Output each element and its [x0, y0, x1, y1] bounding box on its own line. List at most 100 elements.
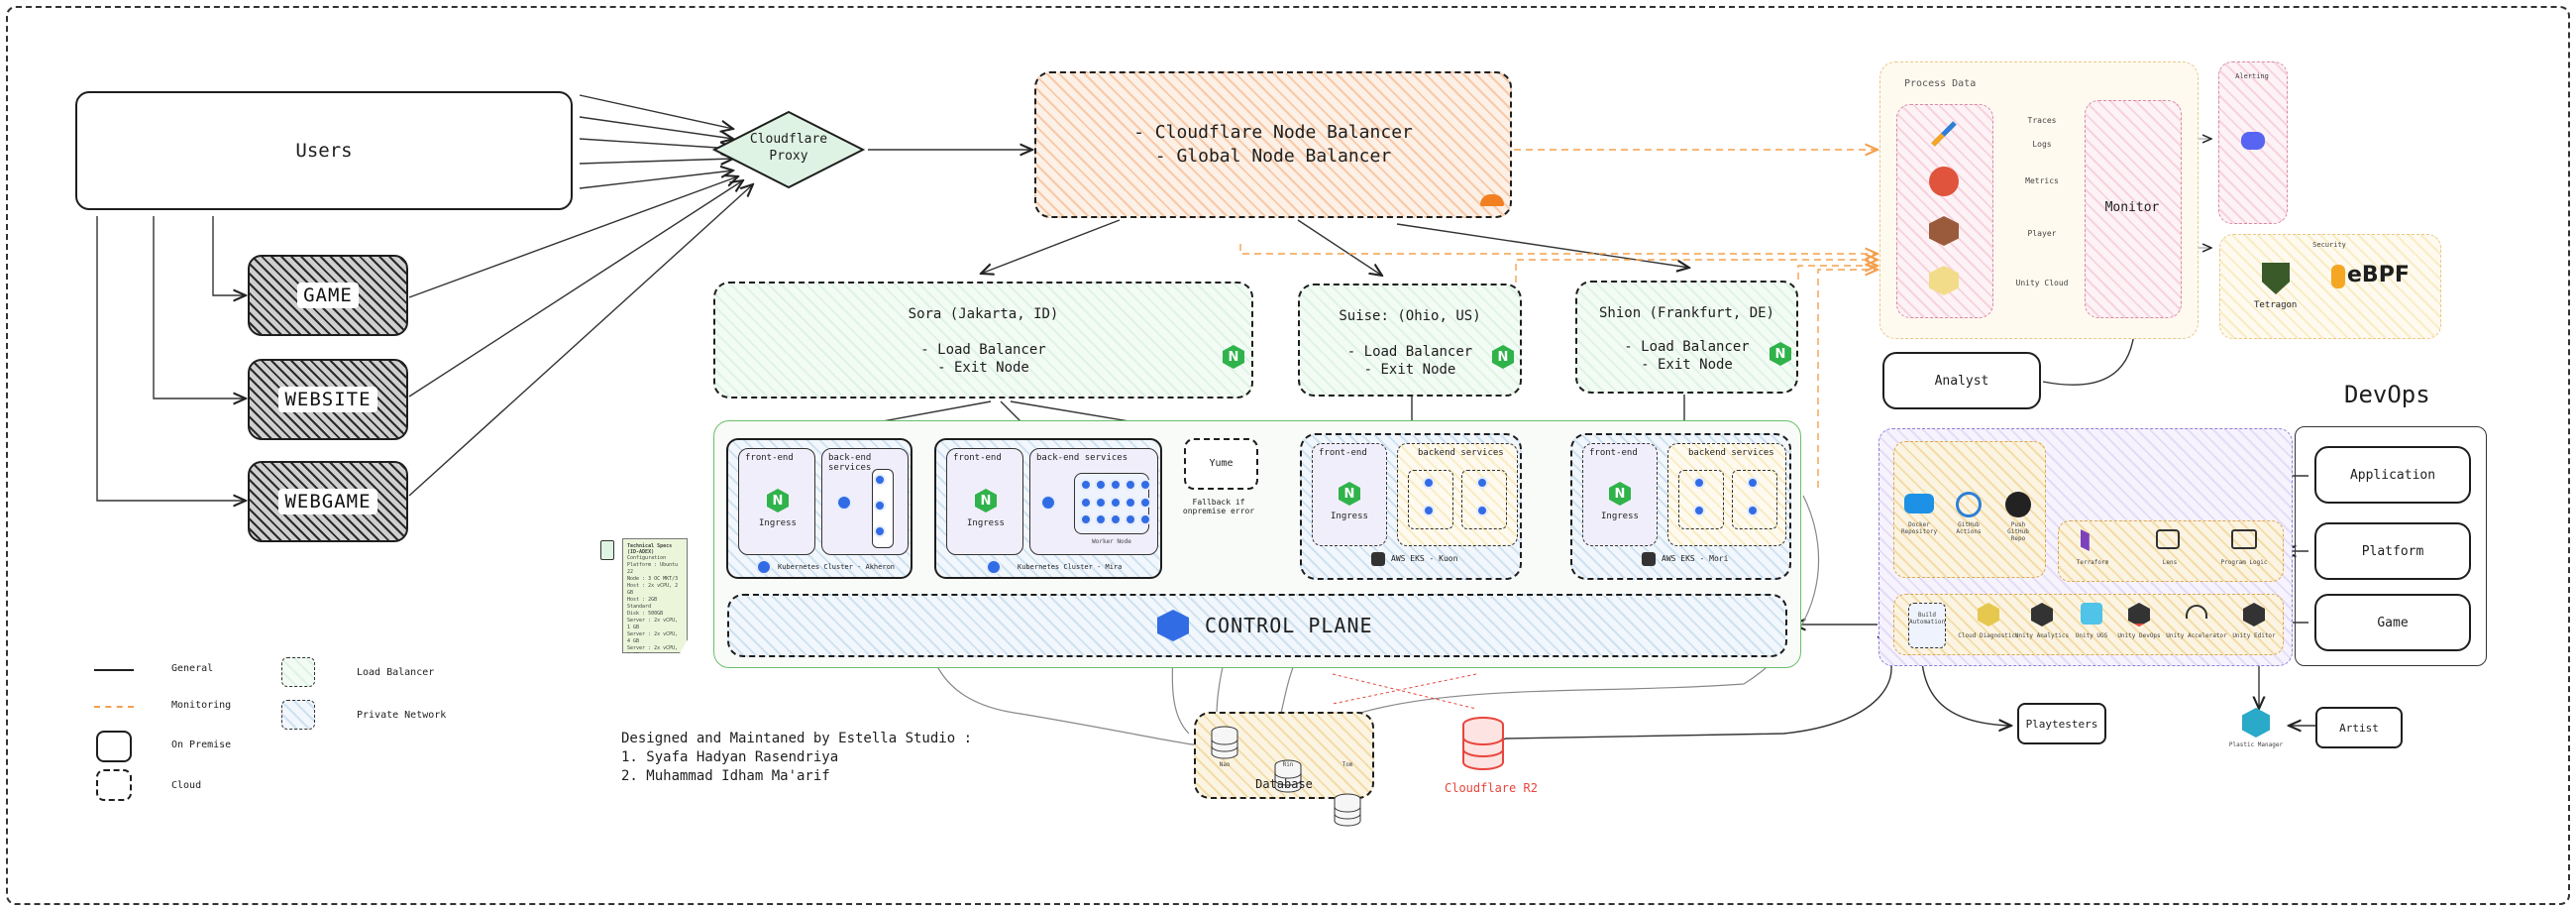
game-client: GAME — [248, 255, 408, 336]
frontend-label: front-end — [953, 453, 1002, 463]
unity-cloud-icon — [1929, 266, 1959, 295]
global-node-balancer: - Cloudflare Node Balancer - Global Node… — [1034, 71, 1512, 218]
legend-on-premise-swatch — [96, 731, 132, 762]
pods-column — [872, 469, 894, 548]
push-github-label: Push GitHub Repo — [2007, 521, 2029, 542]
backend-label: back-end services — [828, 453, 872, 473]
unity-accelerator-label: Unity Accelerator — [2166, 632, 2227, 639]
game-tools-panel: Build Automation Cloud Diagnostics Unity… — [1893, 594, 2284, 655]
db-node-label: Nao — [1219, 761, 1231, 768]
global-lb-line1: - Cloudflare Node Balancer — [1133, 122, 1413, 143]
cloudflare-proxy: Cloudflare Proxy — [711, 109, 866, 190]
credits-block: Designed and Maintaned by Estella Studio… — [621, 730, 972, 786]
fallback-label: Fallback if onpremise error — [1182, 498, 1255, 515]
legend-monitoring-line — [94, 706, 134, 708]
nginx-icon: N — [1339, 482, 1360, 506]
credits-line2: 1. Syafa Hadyan Rasendriya — [621, 749, 839, 765]
github-actions-icon — [1956, 492, 1982, 517]
game-dev-label: Game — [2377, 615, 2409, 630]
db-node-label: Rin — [1282, 761, 1294, 768]
unity-accelerator-icon — [2186, 605, 2207, 619]
docker-icon — [1904, 494, 1934, 513]
nginx-icon: N — [1770, 342, 1791, 366]
region-sora: Sora (Jakarta, ID) - Load Balancer - Exi… — [713, 282, 1253, 399]
legend-cloud: Cloud — [171, 780, 202, 791]
kuon-label: AWS EKS - Kuon — [1391, 554, 1458, 563]
pod-icon — [1476, 477, 1488, 489]
region-suise: Suise: (Ohio, US) - Load Balancer - Exit… — [1298, 284, 1522, 397]
artist-box: Artist — [2315, 707, 2403, 748]
diagram-frame — [6, 6, 2570, 905]
security-panel: Security Tetragon eBPF — [2219, 234, 2441, 339]
application-box: Application — [2314, 446, 2471, 504]
sora-title: Sora (Jakarta, ID) — [908, 306, 1059, 322]
control-plane-icon — [1157, 610, 1189, 641]
cloud-diagnostics-label: Cloud Diagnostics — [1958, 632, 2019, 639]
frontend-panel: front-end N Ingress — [1312, 443, 1387, 546]
legend-private-network: Private Network — [357, 710, 447, 721]
db-node-label: Tom — [1342, 761, 1353, 768]
pod-icon — [1423, 505, 1435, 516]
unity-ugs-label: Unity UGS — [2075, 632, 2108, 639]
website-client-label: WEBSITE — [278, 387, 377, 412]
backend-panel: backend services — [1667, 443, 1786, 546]
aws-eks-icon — [1642, 552, 1656, 566]
game-client-label: GAME — [297, 283, 359, 308]
unity-devops-label: Unity DevOps — [2117, 632, 2161, 639]
plastic-manager-icon — [2242, 708, 2270, 738]
control-plane: CONTROL PLANE — [727, 594, 1787, 657]
suise-body: - Load Balancer - Exit Node — [1346, 344, 1473, 378]
unity-editor-icon — [2243, 603, 2265, 626]
unity-analytics-icon — [2031, 603, 2053, 626]
control-plane-label: CONTROL PLANE — [1205, 614, 1373, 637]
legend-load-balancer: Load Balancer — [357, 667, 435, 678]
legend-load-balancer-swatch — [281, 657, 315, 687]
backend-label: back-end services — [1036, 453, 1128, 463]
worker-node — [1074, 473, 1151, 534]
terraform-label: Terraform — [2076, 559, 2109, 566]
kubernetes-icon — [986, 559, 1002, 575]
monitor-panel: Monitor — [2085, 100, 2182, 318]
suise-title: Suise: (Ohio, US) — [1339, 308, 1481, 324]
server-icon — [600, 540, 614, 560]
backend-panel: backend services — [1397, 443, 1518, 546]
shion-body: - Load Balancer - Exit Node — [1624, 339, 1750, 373]
unity-ugs-icon — [2081, 603, 2102, 625]
frontend-panel: front-end N Ingress — [946, 448, 1023, 555]
frontend-label: front-end — [1319, 448, 1367, 458]
worker-node-label: Worker Node — [1092, 538, 1131, 545]
player-icon — [1929, 216, 1959, 246]
pods-group — [1461, 470, 1507, 529]
process-data-title: Process Data — [1904, 78, 1977, 89]
pod-icon — [1476, 505, 1488, 516]
yume-node: Yume — [1184, 438, 1258, 490]
global-lb-line2: - Global Node Balancer — [1154, 146, 1392, 167]
pod-icon — [874, 525, 886, 537]
pod-icon — [1747, 477, 1759, 489]
note-line: Host : 2GB Standard — [627, 597, 658, 610]
backend-label: backend services — [1688, 448, 1774, 458]
nginx-icon: N — [1609, 482, 1631, 506]
process-data-area: Process Data Traces Logs Metrics Player … — [1879, 61, 2199, 339]
frontend-label: front-end — [745, 453, 794, 463]
discord-icon — [2241, 132, 2265, 150]
plastic-manager-label: Plastic Manager — [2228, 741, 2284, 748]
note-line: Platform : Ubuntu 22 — [627, 562, 679, 575]
database-cylinder-icon — [1333, 793, 1362, 827]
proxy-diamond-shape — [711, 110, 866, 189]
kubernetes-icon — [756, 559, 772, 575]
alerting-label: Alerting — [2235, 72, 2269, 80]
pods-group — [1732, 470, 1777, 529]
pod-icon — [1693, 477, 1705, 489]
spec-note: Technical Specs (ID-ADEX) Configuration … — [622, 538, 688, 653]
flow-metrics: Metrics — [2025, 176, 2059, 185]
cloud-diagnostics-icon — [1978, 603, 1999, 626]
note-line: Server : 2x vCPU, 2 GB — [627, 645, 679, 658]
pod-icon — [1747, 505, 1759, 516]
note-title: Technical Specs (ID-ADEX) — [627, 543, 673, 555]
akheron-label: Kubernetes Cluster - Akheron — [778, 563, 896, 571]
yume-label: Yume — [1209, 458, 1234, 469]
legend-general: General — [171, 663, 214, 674]
build-automation-label: Build Automation — [1909, 612, 1946, 626]
website-client: WEBSITE — [248, 359, 408, 440]
